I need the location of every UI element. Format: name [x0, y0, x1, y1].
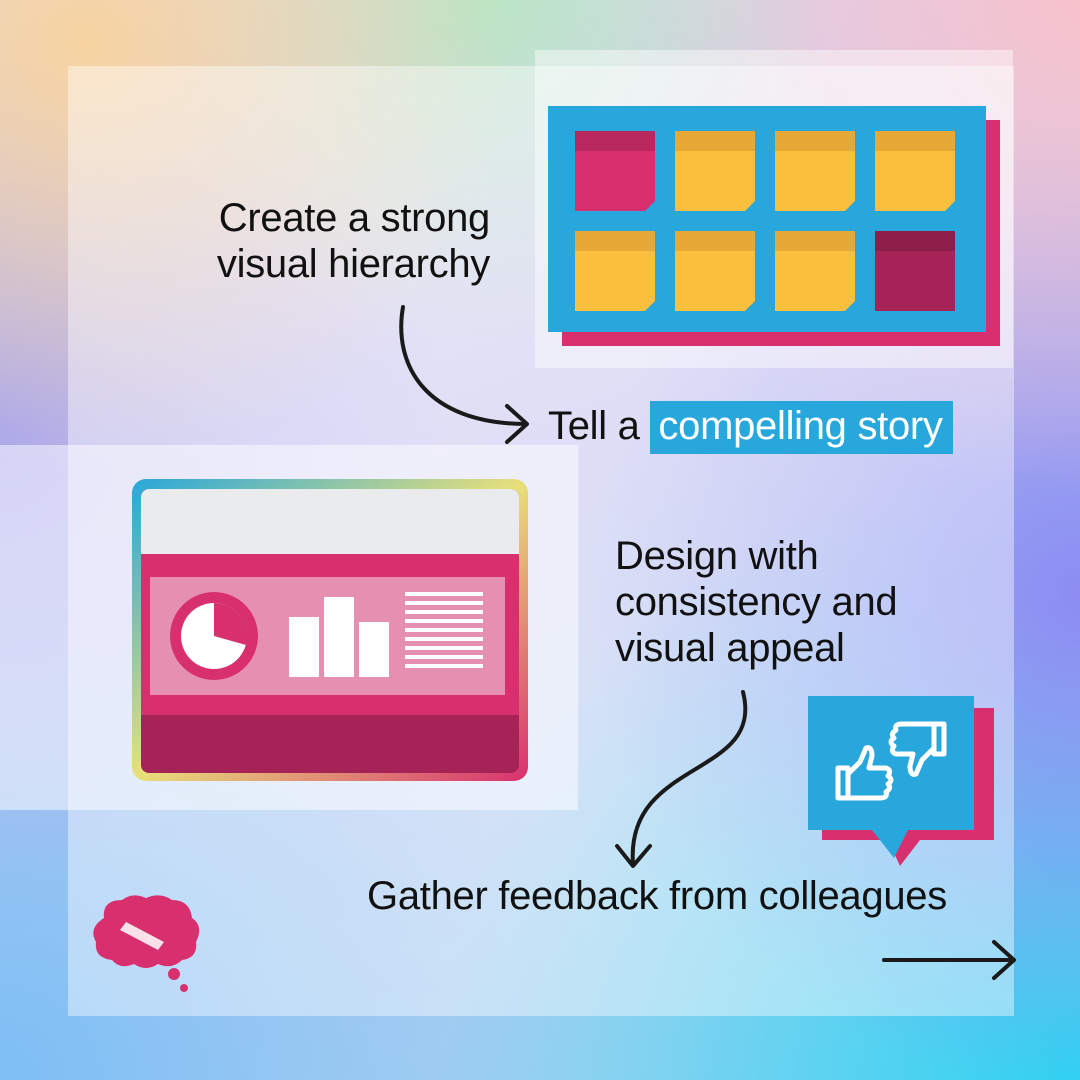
thumbs-up-down-icon [808, 696, 994, 866]
step-design-line1: Design with [615, 534, 819, 578]
arrow-to-story [399, 305, 529, 444]
dashboard-icon [132, 479, 528, 781]
step-story-prefix: Tell a [548, 404, 640, 448]
step-compelling-story: Tell a compelling story [548, 401, 953, 454]
step-design-consistency: Design with consistency and visual appea… [615, 533, 898, 671]
step-gather-feedback: Gather feedback from colleagues [367, 874, 947, 918]
step-visual-hierarchy-line1: Create a strong [218, 196, 491, 240]
step-design-line2: consistency and [615, 580, 898, 624]
brain-logo-icon [93, 895, 200, 992]
sticky-notes-board-icon [548, 106, 1000, 346]
arrow-to-feedback [615, 690, 748, 868]
arrow-next [882, 940, 1016, 980]
step-visual-hierarchy: Create a strong visual hierarchy [160, 195, 490, 287]
step-design-line3: visual appeal [615, 626, 845, 670]
step-visual-hierarchy-line2: visual hierarchy [216, 242, 490, 286]
step-story-highlight: compelling story [650, 401, 953, 454]
